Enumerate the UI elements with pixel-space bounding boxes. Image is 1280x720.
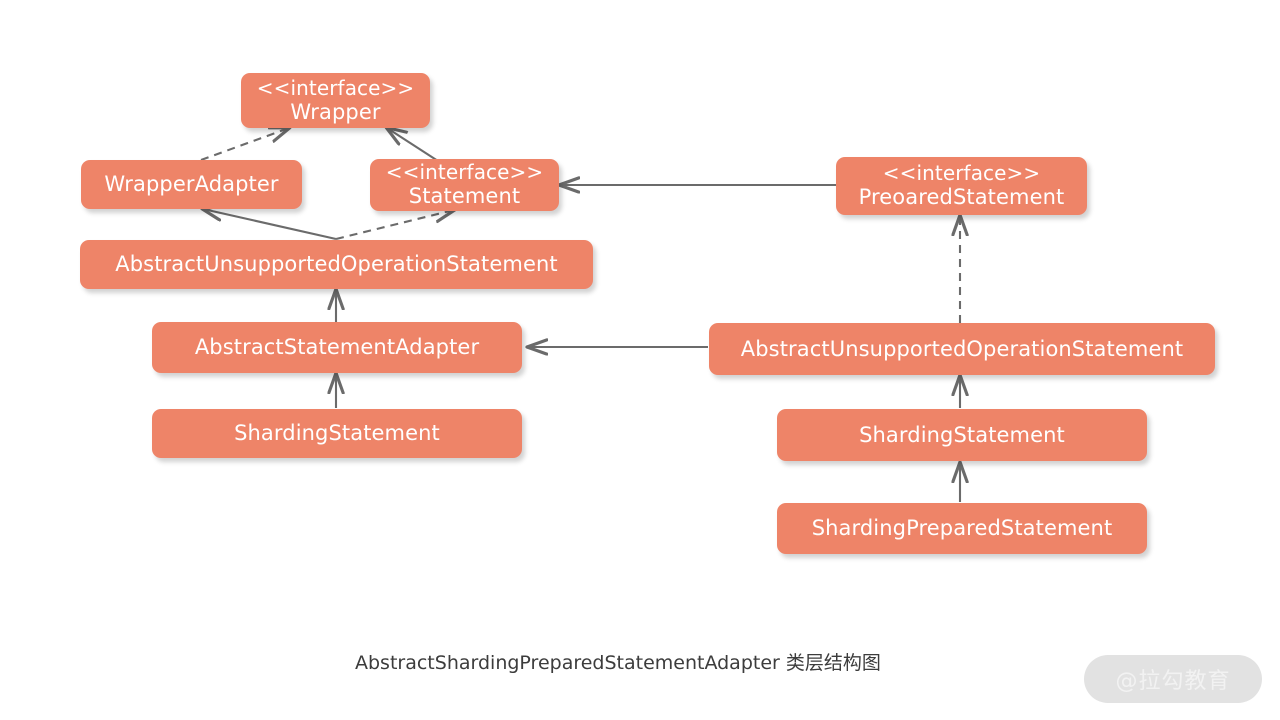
edge-wrapperadapter-to-wrapper — [200, 128, 289, 161]
node-shardingstatement-left-label: ShardingStatement — [234, 421, 440, 446]
node-shardingpreparedstatement-label: ShardingPreparedStatement — [811, 516, 1113, 541]
node-abstractunsupportedoperationstatement-left[interactable]: AbstractUnsupportedOperationStatement — [80, 240, 593, 289]
watermark-badge: @拉勾教育 — [1084, 655, 1262, 703]
node-wrapper-stereotype: <<interface>> — [256, 75, 415, 100]
node-shardingpreparedstatement[interactable]: ShardingPreparedStatement — [777, 503, 1147, 554]
watermark-label: @拉勾教育 — [1115, 669, 1231, 694]
node-abstractunsupportedoperationstatement-left-label: AbstractUnsupportedOperationStatement — [115, 252, 558, 277]
node-statement-stereotype: <<interface>> — [385, 160, 544, 185]
node-wrapper[interactable]: <<interface>> Wrapper — [241, 73, 430, 128]
node-statement-label: Statement — [408, 184, 521, 209]
node-preoaredstatement-stereotype: <<interface>> — [882, 161, 1041, 186]
edge-auosleft-to-statement — [335, 210, 454, 241]
node-abstractunsupportedoperationstatement-right[interactable]: AbstractUnsupportedOperationStatement — [709, 323, 1215, 375]
node-wrapperadapter-label: WrapperAdapter — [104, 172, 279, 197]
edge-statement-to-wrapper — [387, 128, 439, 162]
node-shardingstatement-left[interactable]: ShardingStatement — [152, 409, 522, 458]
node-abstractstatementadapter[interactable]: AbstractStatementAdapter — [152, 322, 522, 373]
edge-auosleft-to-wrapperadapter — [203, 209, 337, 241]
node-wrapperadapter[interactable]: WrapperAdapter — [81, 160, 302, 209]
node-shardingstatement-right-label: ShardingStatement — [859, 422, 1065, 447]
node-preoaredstatement[interactable]: <<interface>> PreoaredStatement — [836, 157, 1087, 215]
node-statement[interactable]: <<interface>> Statement — [370, 159, 559, 211]
diagram-caption: AbstractShardingPreparedStatementAdapter… — [355, 652, 881, 674]
node-abstractstatementadapter-label: AbstractStatementAdapter — [194, 335, 480, 360]
node-preoaredstatement-label: PreoaredStatement — [858, 185, 1065, 210]
node-abstractunsupportedoperationstatement-right-label: AbstractUnsupportedOperationStatement — [740, 336, 1184, 361]
node-shardingstatement-right[interactable]: ShardingStatement — [777, 409, 1147, 461]
node-wrapper-label: Wrapper — [290, 99, 381, 124]
